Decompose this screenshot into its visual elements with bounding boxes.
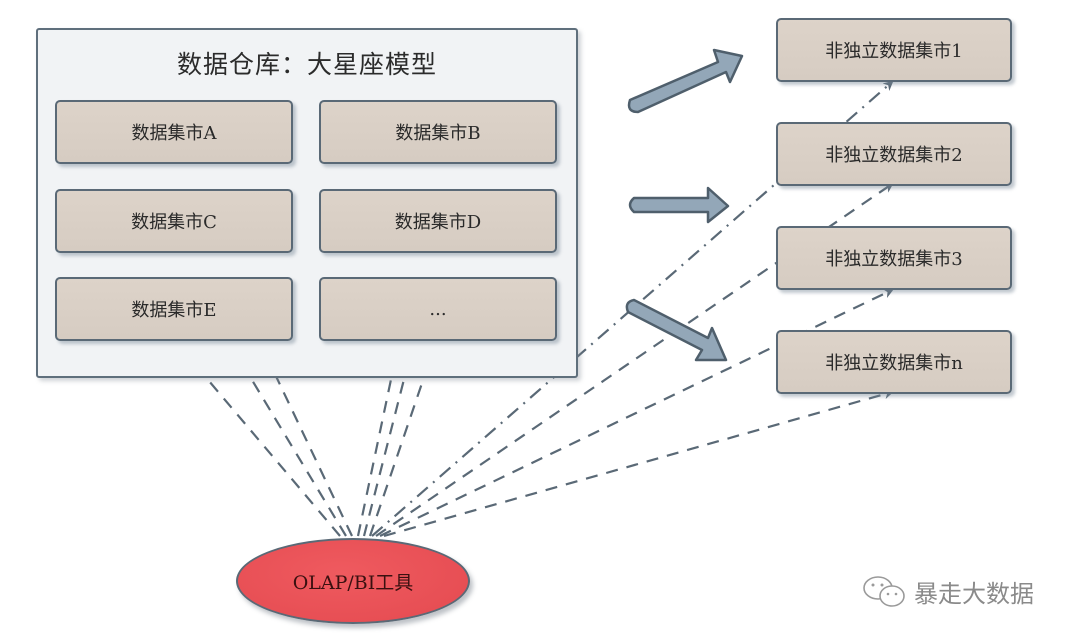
dependent-mart-2[interactable]: 非独立数据集市2 [776, 122, 1012, 186]
data-mart-b[interactable]: 数据集市B [319, 100, 557, 164]
data-mart-more[interactable]: ... [319, 277, 557, 341]
dependent-mart-3[interactable]: 非独立数据集市3 [776, 226, 1012, 290]
data-mart-e[interactable]: 数据集市E [55, 277, 293, 341]
warehouse-title: 数据仓库：大星座模型 [176, 50, 437, 79]
watermark: 暴走大数据 [862, 574, 1034, 609]
dependent-mart-n[interactable]: 非独立数据集市n [776, 330, 1012, 394]
link-tool-to-dep-n [383, 389, 894, 538]
dependent-mart-1[interactable]: 非独立数据集市1 [776, 18, 1012, 82]
olap-bi-tool[interactable]: OLAP/BI工具 [236, 538, 470, 624]
wechat-icon [862, 575, 908, 609]
data-mart-d[interactable]: 数据集市D [319, 189, 557, 253]
block-arrow-up-right [627, 48, 744, 114]
block-arrow-down-right [625, 298, 728, 362]
block-arrow-right [628, 186, 730, 224]
watermark-text: 暴走大数据 [914, 580, 1034, 608]
data-mart-a[interactable]: 数据集市A [55, 100, 293, 164]
data-mart-c[interactable]: 数据集市C [55, 189, 293, 253]
